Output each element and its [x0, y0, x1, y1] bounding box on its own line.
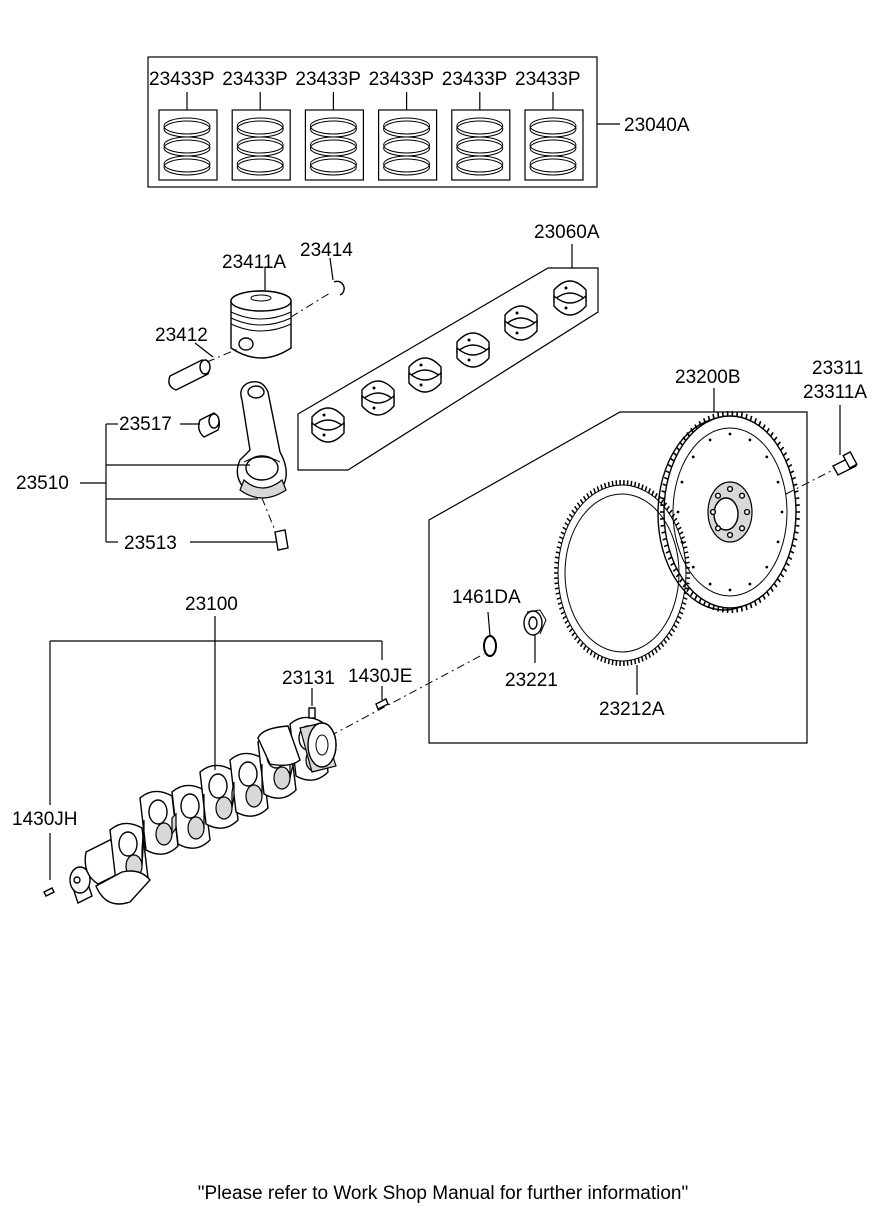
label-23040A[interactable]: 23040A: [624, 115, 690, 136]
connecting-rod: [236, 380, 287, 539]
label-23060A[interactable]: 23060A: [534, 222, 600, 243]
label-23433P-1[interactable]: 23433P: [149, 69, 215, 90]
ring-cell-3: 23433P: [295, 69, 364, 181]
bearing-shell-5: [504, 305, 538, 341]
ring-gear-label: 23212A: [599, 665, 665, 720]
footer-note: "Please refer to Work Shop Manual for fu…: [198, 1183, 688, 1204]
piston-ring-4-3: [383, 155, 431, 173]
piston-ring-6-2: [529, 136, 577, 154]
piston: 23411A: [222, 252, 292, 359]
crankshaft: [69, 716, 337, 905]
snap-ring-1461DA: 1461DA: [452, 587, 521, 657]
flywheel-bolt-23311: 23311 23311A: [785, 358, 867, 495]
piston-ring-set: 23433P 23433P 23433P 23433P 23433P 23433P 230…: [147, 56, 690, 188]
piston-ring-6-3: [529, 155, 577, 173]
bearing-shell-set: 23060A: [297, 222, 600, 471]
piston-ring-4-1: [383, 117, 431, 135]
pin-1430JE: 1430JE: [348, 666, 412, 710]
label-23517[interactable]: 23517: [119, 414, 172, 435]
label-23311A[interactable]: 23311A: [803, 382, 867, 403]
ring-cell-1: 23433P: [149, 69, 218, 181]
label-23513[interactable]: 23513: [124, 533, 177, 554]
label-23200B[interactable]: 23200B: [675, 367, 741, 388]
piston-ring-5-1: [456, 117, 504, 135]
label-23414[interactable]: 23414: [300, 240, 353, 261]
label-23433P-5[interactable]: 23433P: [442, 69, 508, 90]
conrod-bolt-23513: [274, 529, 289, 551]
flywheel-group: 23200B: [428, 367, 808, 744]
piston-ring-1-1: [163, 117, 211, 135]
bearing-shell-1: [311, 407, 345, 443]
label-23311[interactable]: 23311: [812, 358, 863, 379]
piston-ring-1-3: [163, 155, 211, 173]
label-23221[interactable]: 23221: [505, 670, 558, 691]
label-23433P-3[interactable]: 23433P: [295, 69, 361, 90]
snap-ring-23414: 23414: [290, 240, 353, 318]
label-23433P-2[interactable]: 23433P: [222, 69, 288, 90]
piston-ring-3-1: [309, 117, 357, 135]
key-23131: 23131: [282, 668, 335, 719]
piston-ring-3-2: [309, 136, 357, 154]
bushing-23517: 23517: [119, 412, 221, 438]
label-23433P-4[interactable]: 23433P: [369, 69, 435, 90]
label-23212A[interactable]: 23212A: [599, 699, 665, 720]
ring-cell-6: 23433P: [515, 69, 584, 181]
piston-ring-2-3: [236, 155, 284, 173]
piston-ring-5-3: [456, 155, 504, 173]
label-23411A[interactable]: 23411A: [222, 252, 286, 273]
conrod-label-bracket: 23510 23513: [16, 423, 276, 554]
bearing-shell-2: [361, 380, 395, 416]
piston-ring-6-1: [529, 117, 577, 135]
piston-pin-23412: 23412: [155, 325, 241, 391]
bearing-shell-6: [553, 280, 587, 316]
bearing-shell-3: [408, 357, 442, 393]
label-1430JH[interactable]: 1430JH: [12, 809, 78, 830]
label-23131[interactable]: 23131: [282, 668, 335, 689]
ring-gear-23212A: [554, 480, 690, 666]
piston-ring-4-2: [383, 136, 431, 154]
crankshaft-label-bracket: 23100 1430JH: [12, 594, 383, 897]
assembly-axis-line: [329, 653, 485, 737]
piston-ring-2-2: [236, 136, 284, 154]
ring-cell-2: 23433P: [222, 69, 291, 181]
flywheel: [657, 411, 800, 613]
piston-ring-5-2: [456, 136, 504, 154]
ring-cell-4: 23433P: [369, 69, 438, 181]
ring-cell-5: 23433P: [442, 69, 511, 181]
label-23510[interactable]: 23510: [16, 473, 69, 494]
piston-ring-2-1: [236, 117, 284, 135]
label-1461DA[interactable]: 1461DA: [452, 587, 521, 608]
piston-ring-1-2: [163, 136, 211, 154]
piston-ring-3-3: [309, 155, 357, 173]
label-23100[interactable]: 23100: [185, 594, 238, 615]
bearing-shell-4: [456, 332, 490, 368]
label-1430JE[interactable]: 1430JE: [348, 666, 412, 687]
label-23412[interactable]: 23412: [155, 325, 208, 346]
pilot-bearing-23221: 23221: [505, 609, 558, 691]
label-23433P-6[interactable]: 23433P: [515, 69, 581, 90]
